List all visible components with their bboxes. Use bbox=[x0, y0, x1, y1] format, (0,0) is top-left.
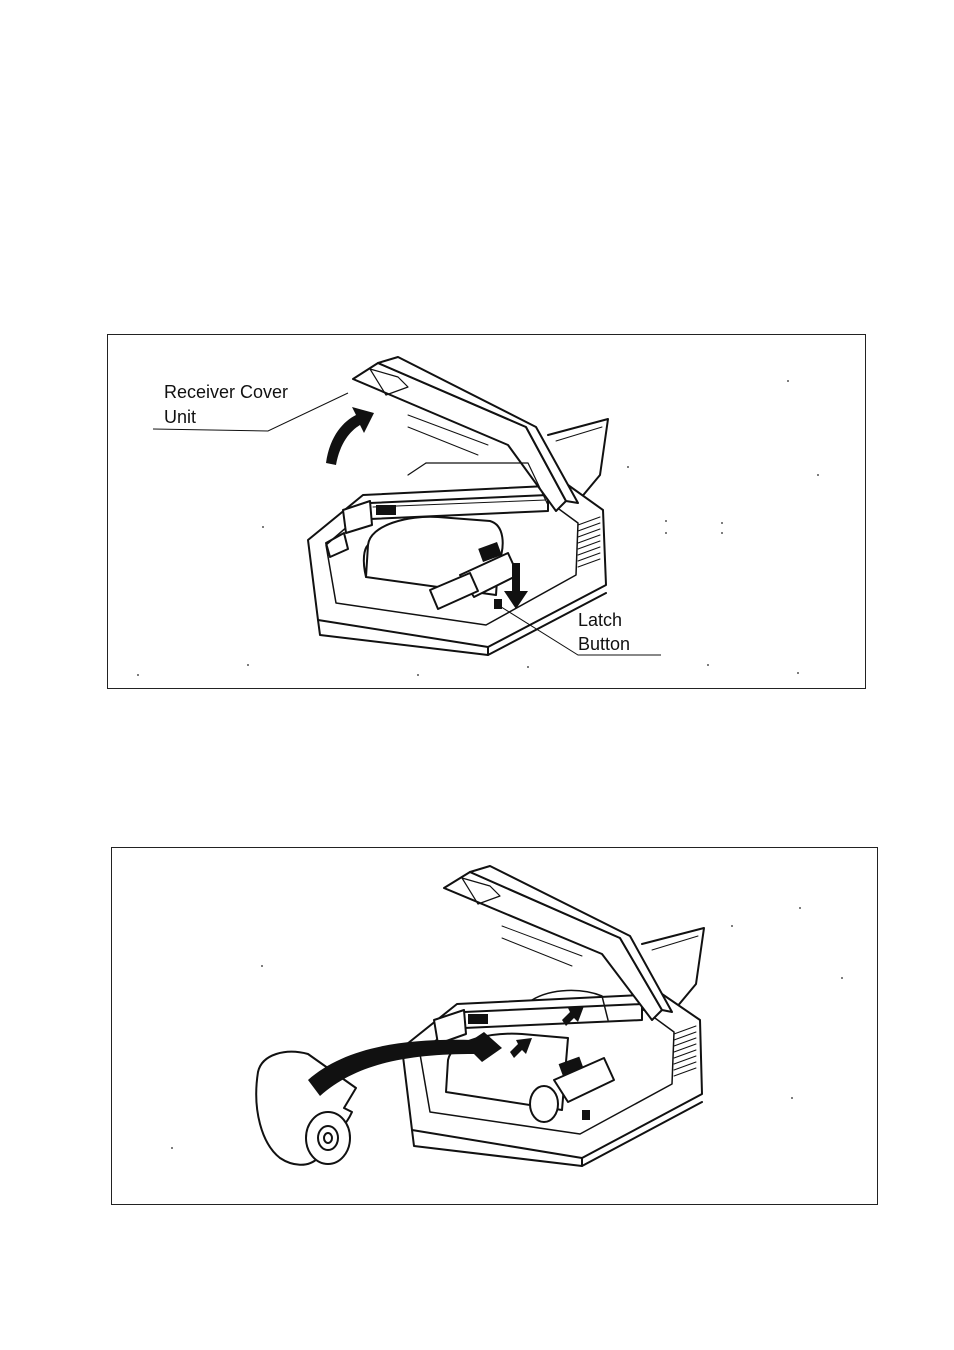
callout-receiver-cover-label: Receiver Cover bbox=[164, 380, 288, 404]
fax-machine-paper-roll-illustration bbox=[112, 848, 879, 1206]
figure-insert-paper-roll bbox=[111, 847, 878, 1205]
callout-latch-button-label: Button bbox=[578, 632, 630, 656]
callout-receiver-cover-unit-label: Unit bbox=[164, 405, 196, 429]
callout-latch-label: Latch bbox=[578, 608, 622, 632]
figure-open-receiver-cover: Receiver Cover Unit Latch Button bbox=[107, 334, 866, 689]
